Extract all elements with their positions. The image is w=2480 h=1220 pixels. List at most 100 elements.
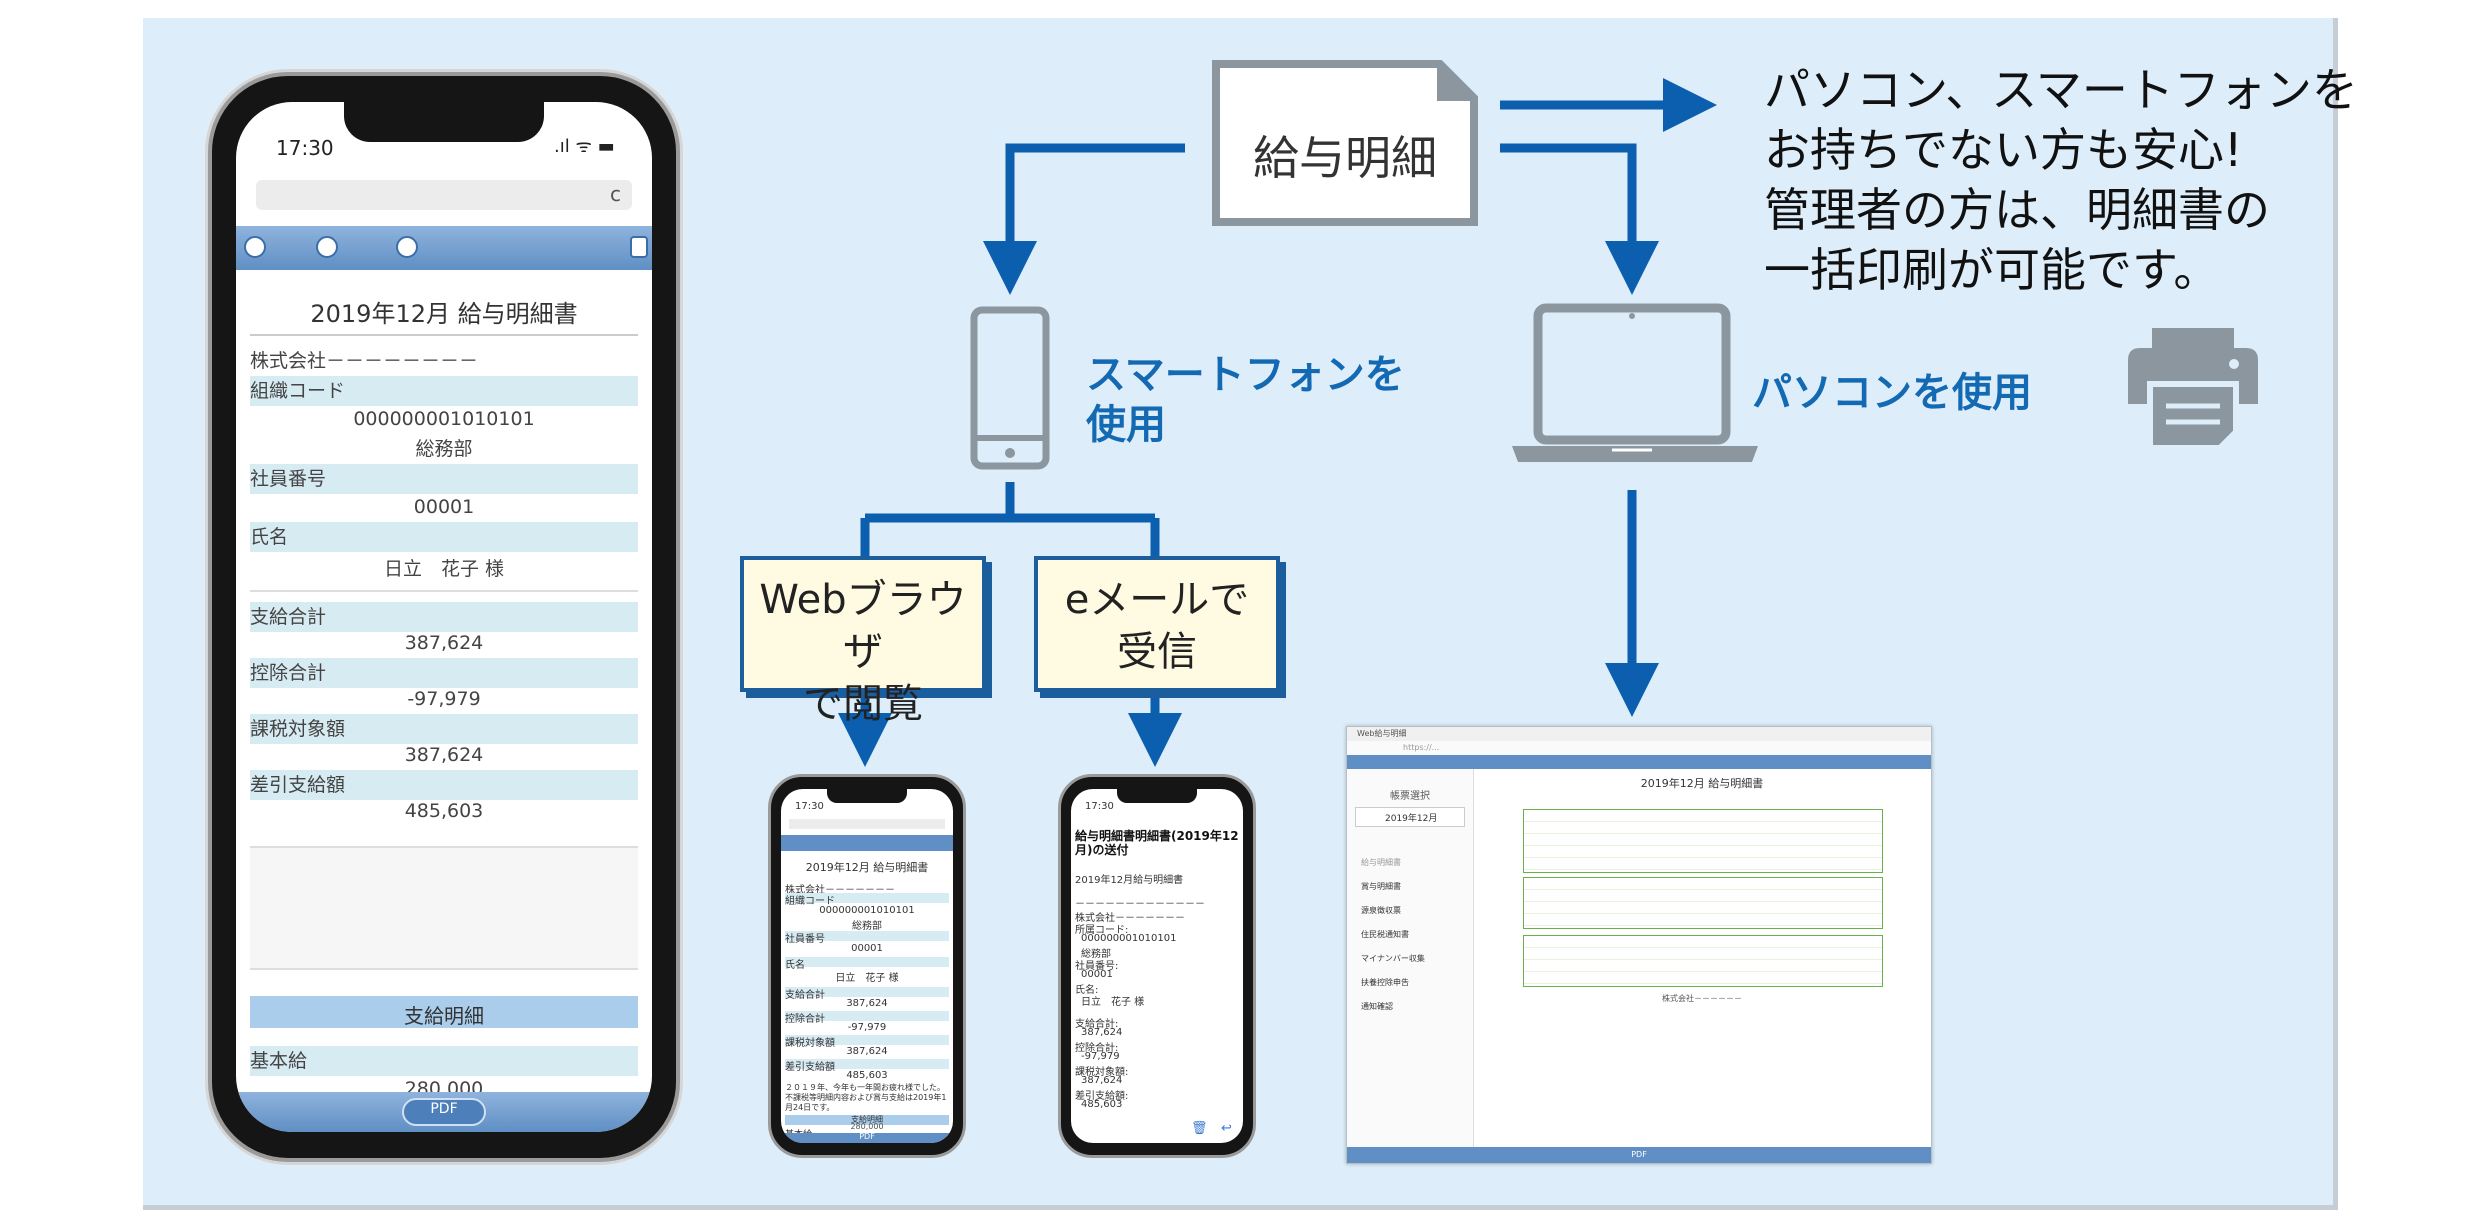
org-code-value: 000000001010101: [819, 905, 915, 916]
label-bg: [785, 987, 949, 997]
sidebar-item[interactable]: 扶養控除申告: [1361, 978, 1409, 987]
message-text: ２０１９年、今年も一年間お疲れ様でした。不課税等明細内容および賞与支給は2019…: [785, 1083, 947, 1112]
reload-icon[interactable]: c: [610, 182, 621, 206]
sidebar-item[interactable]: 住民税通知書: [1361, 930, 1409, 939]
settings-icon[interactable]: [316, 236, 338, 258]
phone-notch: [1117, 789, 1197, 803]
org-code-label-row: 組織コード: [250, 376, 638, 406]
sidebar-item[interactable]: 通知確認: [1361, 1002, 1393, 1011]
doc-title: 2019年12月 給与明細書: [1640, 777, 1764, 790]
total-pay-value: 387,624: [404, 632, 484, 654]
emp-no-label: 社員番号: [785, 934, 825, 945]
web-box-line1: Webブラウザ: [759, 577, 967, 675]
dept-value: 総務部: [1081, 949, 1111, 960]
document-label: 給与明細: [1253, 131, 1437, 185]
logout-icon[interactable]: [630, 236, 648, 258]
org-code-label: 所属コード:: [1075, 925, 1129, 936]
org-code-value: 000000001010101: [1081, 933, 1177, 944]
smartphone-mockup-mail: 17:30 給与明細書明細書(2019年12月)の送付 2019年12月給与明細…: [1058, 774, 1256, 1158]
pdf-button[interactable]: PDF: [859, 1132, 875, 1141]
label-bg: [785, 1059, 949, 1069]
mail-line2: －－－－－－－－－－－－－: [1075, 899, 1205, 910]
label-bg: [785, 893, 949, 903]
browser-tab[interactable]: Web給与明細: [1357, 729, 1407, 738]
sidebar-item[interactable]: 源泉徴収票: [1361, 906, 1401, 915]
taxable-label: 課税対象額:: [1075, 1067, 1129, 1078]
base-label: 基本給: [250, 1050, 308, 1072]
net-label-row: 差引支給額: [250, 770, 638, 800]
browser-tabbar: [1347, 727, 1931, 741]
total-pay-label-row: 支給合計: [250, 602, 638, 632]
smartphone-mockup-large: 17:30 .ıl ᯤ ▬ c 2019年12月 給与明細書 株式会社－－－－－…: [208, 72, 680, 1162]
sidebar-item[interactable]: 給与明細書: [1361, 858, 1401, 867]
sidebar: [1347, 769, 1474, 1163]
phone-screen: 17:30 .ıl ᯤ ▬ c 2019年12月 給与明細書 株式会社－－－－－…: [236, 102, 652, 1132]
total-ded-value: -97,979: [407, 688, 481, 710]
section-title: 支給明細: [404, 1004, 484, 1028]
note-line-3: 管理者の方は、明細書の: [1764, 183, 2270, 237]
address-text[interactable]: https://...: [1403, 743, 1440, 752]
total-pay-label: 支給合計:: [1075, 1019, 1119, 1030]
email-box-line1: eメールで: [1064, 577, 1250, 623]
pdf-button[interactable]: [402, 1098, 486, 1126]
trash-icon[interactable]: 🗑: [1191, 1121, 1208, 1136]
net-label: 差引支給額: [250, 774, 346, 796]
note-line-4: 一括印刷が可能です。: [1764, 243, 2220, 297]
info-icon[interactable]: [396, 236, 418, 258]
total-pay-label: 支給合計: [785, 990, 825, 1001]
app-toolbar: [781, 835, 953, 851]
laptop-icon: [1533, 303, 1731, 445]
document-icon: [1212, 60, 1478, 226]
total-ded-value: -97,979: [1081, 1051, 1120, 1062]
label-bg: [785, 1011, 949, 1021]
smartphone-label-line1: スマートフォンを: [1086, 352, 1405, 398]
mail-line1: 2019年12月給与明細書: [1075, 875, 1184, 886]
sidebar-item[interactable]: マイナンバー収集: [1361, 954, 1425, 963]
org-code-label: 組織コード: [250, 380, 346, 402]
footer-company: 株式会社－－－－－－: [1662, 994, 1742, 1003]
org-code-value: 000000001010101: [353, 408, 535, 430]
pdf-button-label[interactable]: PDF: [430, 1101, 458, 1117]
net-value: 485,603: [846, 1070, 888, 1081]
printer-icon: [2128, 328, 2258, 451]
web-browser-box: Webブラウザ で閲覧: [740, 556, 986, 727]
name-value: 日立 花子 様: [383, 558, 505, 580]
phone-screen: 17:30 2019年12月 給与明細書 株式会社－－－－－－－ 組織コード 0…: [781, 789, 953, 1143]
company-name: 株式会社－－－－－－－: [785, 885, 895, 896]
status-time: 17:30: [276, 136, 334, 160]
total-pay-value: 387,624: [846, 998, 888, 1009]
section-title: 支給明細: [851, 1115, 883, 1124]
pdf-button[interactable]: PDF: [1631, 1150, 1647, 1159]
reply-icon[interactable]: ↩: [1221, 1121, 1232, 1136]
url-bar[interactable]: [789, 819, 945, 829]
branch-lines: [860, 482, 1160, 556]
label-bg: [785, 1035, 949, 1045]
divider: [250, 590, 638, 592]
sidebar-title: 帳票選択: [1390, 791, 1430, 802]
smartphone-icon: [970, 306, 1050, 470]
net-value: 485,603: [404, 800, 484, 822]
company-name: 株式会社－－－－－－－: [1075, 913, 1185, 924]
total-pay-label: 支給合計: [250, 606, 327, 628]
bottom-bar: [781, 1133, 953, 1143]
taxable-value: 387,624: [404, 744, 484, 766]
phone-notch: [827, 789, 907, 803]
emp-no-label: 社員番号:: [1075, 961, 1119, 972]
period-value[interactable]: 2019年12月: [1385, 814, 1438, 824]
name-label: 氏名: [250, 526, 289, 548]
total-ded-label: 控除合計: [785, 1014, 825, 1025]
smartphone-mockup-web: 17:30 2019年12月 給与明細書 株式会社－－－－－－－ 組織コード 0…: [768, 774, 966, 1158]
taxable-value: 387,624: [846, 1046, 888, 1057]
taxable-label-row: 課税対象額: [250, 714, 638, 744]
email-box-line2: 受信: [1117, 629, 1197, 675]
emp-no-label-row: 社員番号: [250, 464, 638, 494]
net-label: 差引支給額: [785, 1062, 835, 1073]
name-label-row: 氏名: [250, 522, 638, 552]
sidebar-item[interactable]: 賞与明細書: [1361, 882, 1401, 891]
emp-no-label: 社員番号: [250, 468, 327, 490]
url-bar[interactable]: [256, 180, 632, 210]
payslip-table: [1523, 935, 1883, 987]
period-select[interactable]: [1355, 807, 1465, 827]
menu-icon[interactable]: [244, 236, 266, 258]
company-name: 株式会社－－－－－－－－: [250, 350, 479, 372]
